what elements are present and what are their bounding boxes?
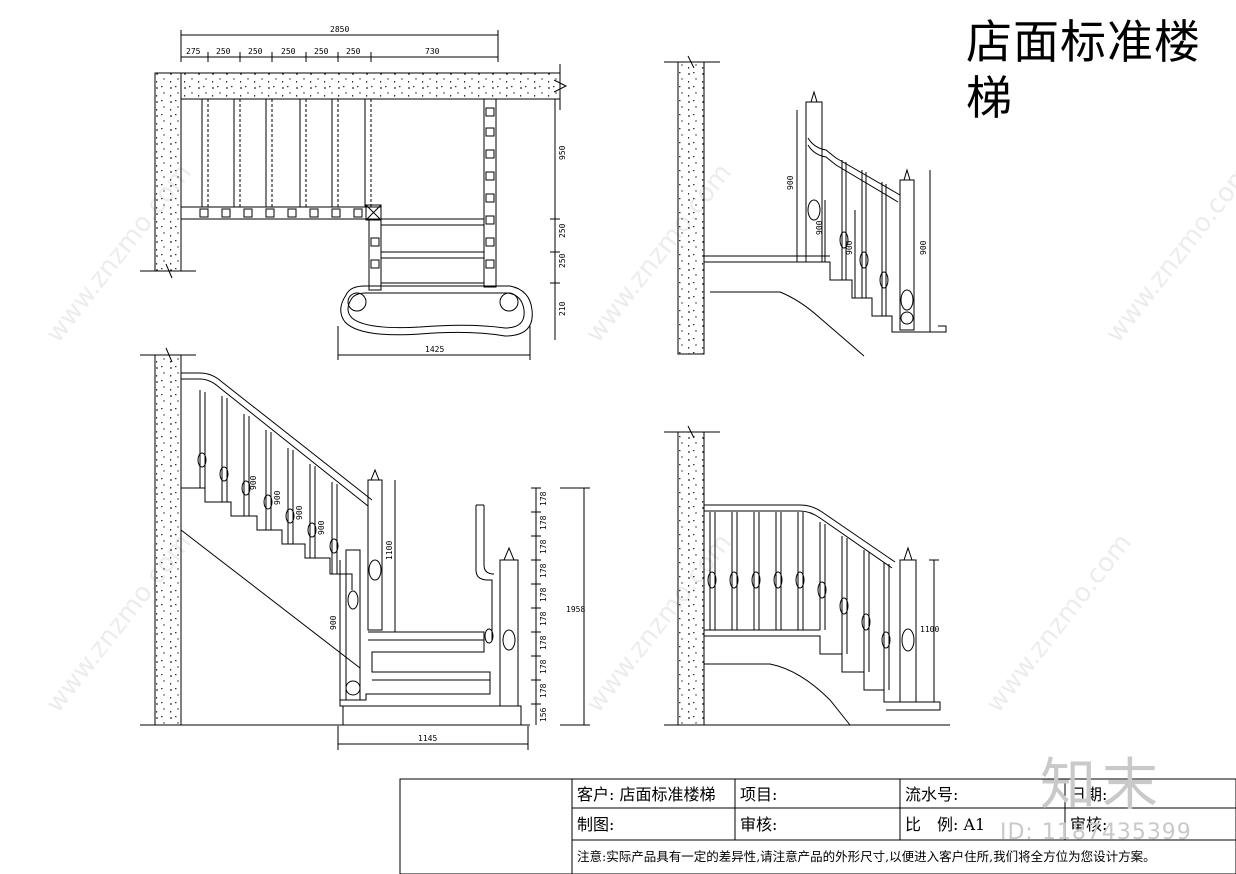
tb-serial: 流水号: (905, 785, 959, 804)
dim-plan-right: 950 (558, 145, 567, 160)
dim-tr: 900 (786, 175, 795, 190)
dim-plan-bottom: 1425 (425, 345, 444, 354)
dim-bl-right: 178 (539, 515, 548, 530)
dim-bl-right: 178 (539, 563, 548, 578)
tb-project: 项目: (740, 785, 778, 804)
dim-plan-total: 2850 (330, 25, 349, 34)
logo-id: ID: 1187435399 (1000, 820, 1192, 845)
drawing-title: 店面标准楼梯 (966, 15, 1201, 125)
dim-bl-right: 178 (539, 683, 548, 698)
dim-bl-bottom: 1145 (418, 734, 437, 743)
dim-bl: 900 (295, 505, 304, 520)
dim-plan-right: 250 (558, 223, 567, 238)
dim-plan-top-7: 730 (425, 47, 440, 56)
dim-plan-right: 250 (558, 253, 567, 268)
title-block-frame (399, 778, 1236, 874)
dim-plan-top-5: 250 (314, 47, 329, 56)
elevation-bottom-right (664, 425, 950, 726)
dim-plan-top-3: 250 (248, 47, 263, 56)
dim-plan-top-2: 250 (216, 47, 231, 56)
dim-bl: 900 (273, 490, 282, 505)
elevation-top-right (664, 55, 947, 357)
tb-scale: 比 例: A1 (905, 815, 986, 834)
dim-plan-top-4: 250 (281, 47, 296, 56)
dim-bl-right: 178 (539, 635, 548, 650)
dim-bl-right: 178 (539, 587, 548, 602)
elevation-bottom-left (140, 347, 590, 750)
dim-plan-top-1: 275 (186, 47, 201, 56)
dim-tr: 900 (845, 240, 854, 255)
dim-bl-right: 178 (539, 659, 548, 674)
plan-view (140, 30, 568, 360)
dim-plan-top-6: 250 (346, 47, 361, 56)
dim-bl-right: 178 (539, 491, 548, 506)
dim-bl-right: 178 (539, 611, 548, 626)
tb-client: 客户: 店面标准楼梯 (577, 785, 716, 804)
tb-review: 审核: (740, 815, 778, 834)
tb-note: 注意:实际产品具有一定的差异性,请注意产品的外形尺寸,以便进入客户住所,我们将全… (577, 849, 1156, 864)
dim-bl-right: 156 (539, 707, 548, 722)
logo-mark: 知末 (1040, 753, 1164, 818)
dim-plan-right: 210 (558, 301, 567, 316)
dim-bl-total: 1958 (566, 605, 585, 614)
tb-drawn: 制图: (577, 815, 615, 834)
dim-bl: 1100 (385, 541, 394, 560)
dim-tr: 900 (815, 220, 824, 235)
dim-bl: 900 (249, 475, 258, 490)
dim-br-height: 1100 (920, 625, 939, 634)
tb-audit: 审核: (1070, 815, 1108, 834)
dim-bl-right: 178 (539, 539, 548, 554)
dim-tr: 900 (919, 240, 928, 255)
tb-date: 日期: (1070, 785, 1108, 804)
dim-bl: 900 (329, 615, 338, 630)
dim-bl: 900 (317, 520, 326, 535)
